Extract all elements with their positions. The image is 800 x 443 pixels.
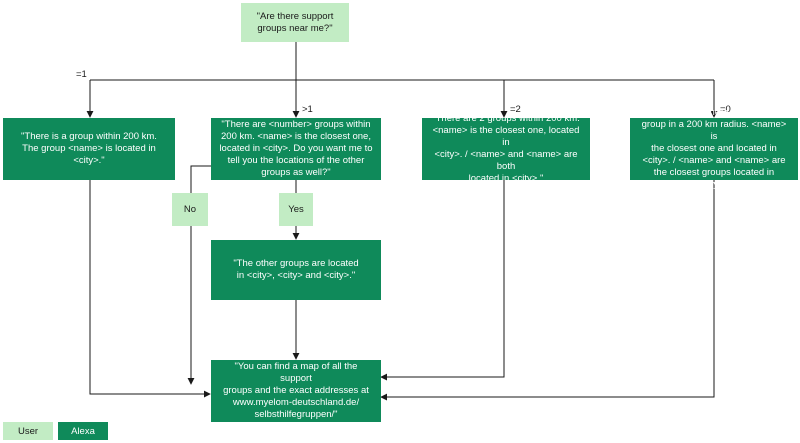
alexa-response-other-groups: "The other groups are located in <city>,… (211, 240, 381, 300)
alexa-response-gt1: "There are <number> groups within 200 km… (211, 118, 381, 180)
arrow-eq1-to-map (89, 180, 211, 398)
arrow-eq0-to-map (380, 180, 715, 401)
user-answer-yes: Yes (279, 193, 313, 226)
edge-label-eq0: =0 (720, 104, 731, 115)
alexa-response-eq0: "Unfortunately, there is no support grou… (630, 107, 798, 190)
edge-label-gt1: >1 (302, 104, 313, 115)
alexa-response-eq2: "There are 2 groups within 200 km. <name… (422, 113, 590, 184)
user-question-node: "Are there support groups near me?" (241, 3, 349, 42)
alexa-response-map: "You can find a map of all the support g… (211, 360, 381, 422)
edge-label-eq2: =2 (510, 104, 521, 115)
connector-gt1-to-no (190, 165, 211, 193)
legend-alexa: Alexa (58, 422, 108, 440)
legend-user: User (3, 422, 53, 440)
user-answer-no: No (172, 193, 208, 226)
edge-label-eq1: =1 (76, 69, 87, 80)
arrow-eq2-to-map (380, 180, 505, 381)
alexa-response-eq1: "There is a group within 200 km. The gro… (3, 118, 175, 180)
